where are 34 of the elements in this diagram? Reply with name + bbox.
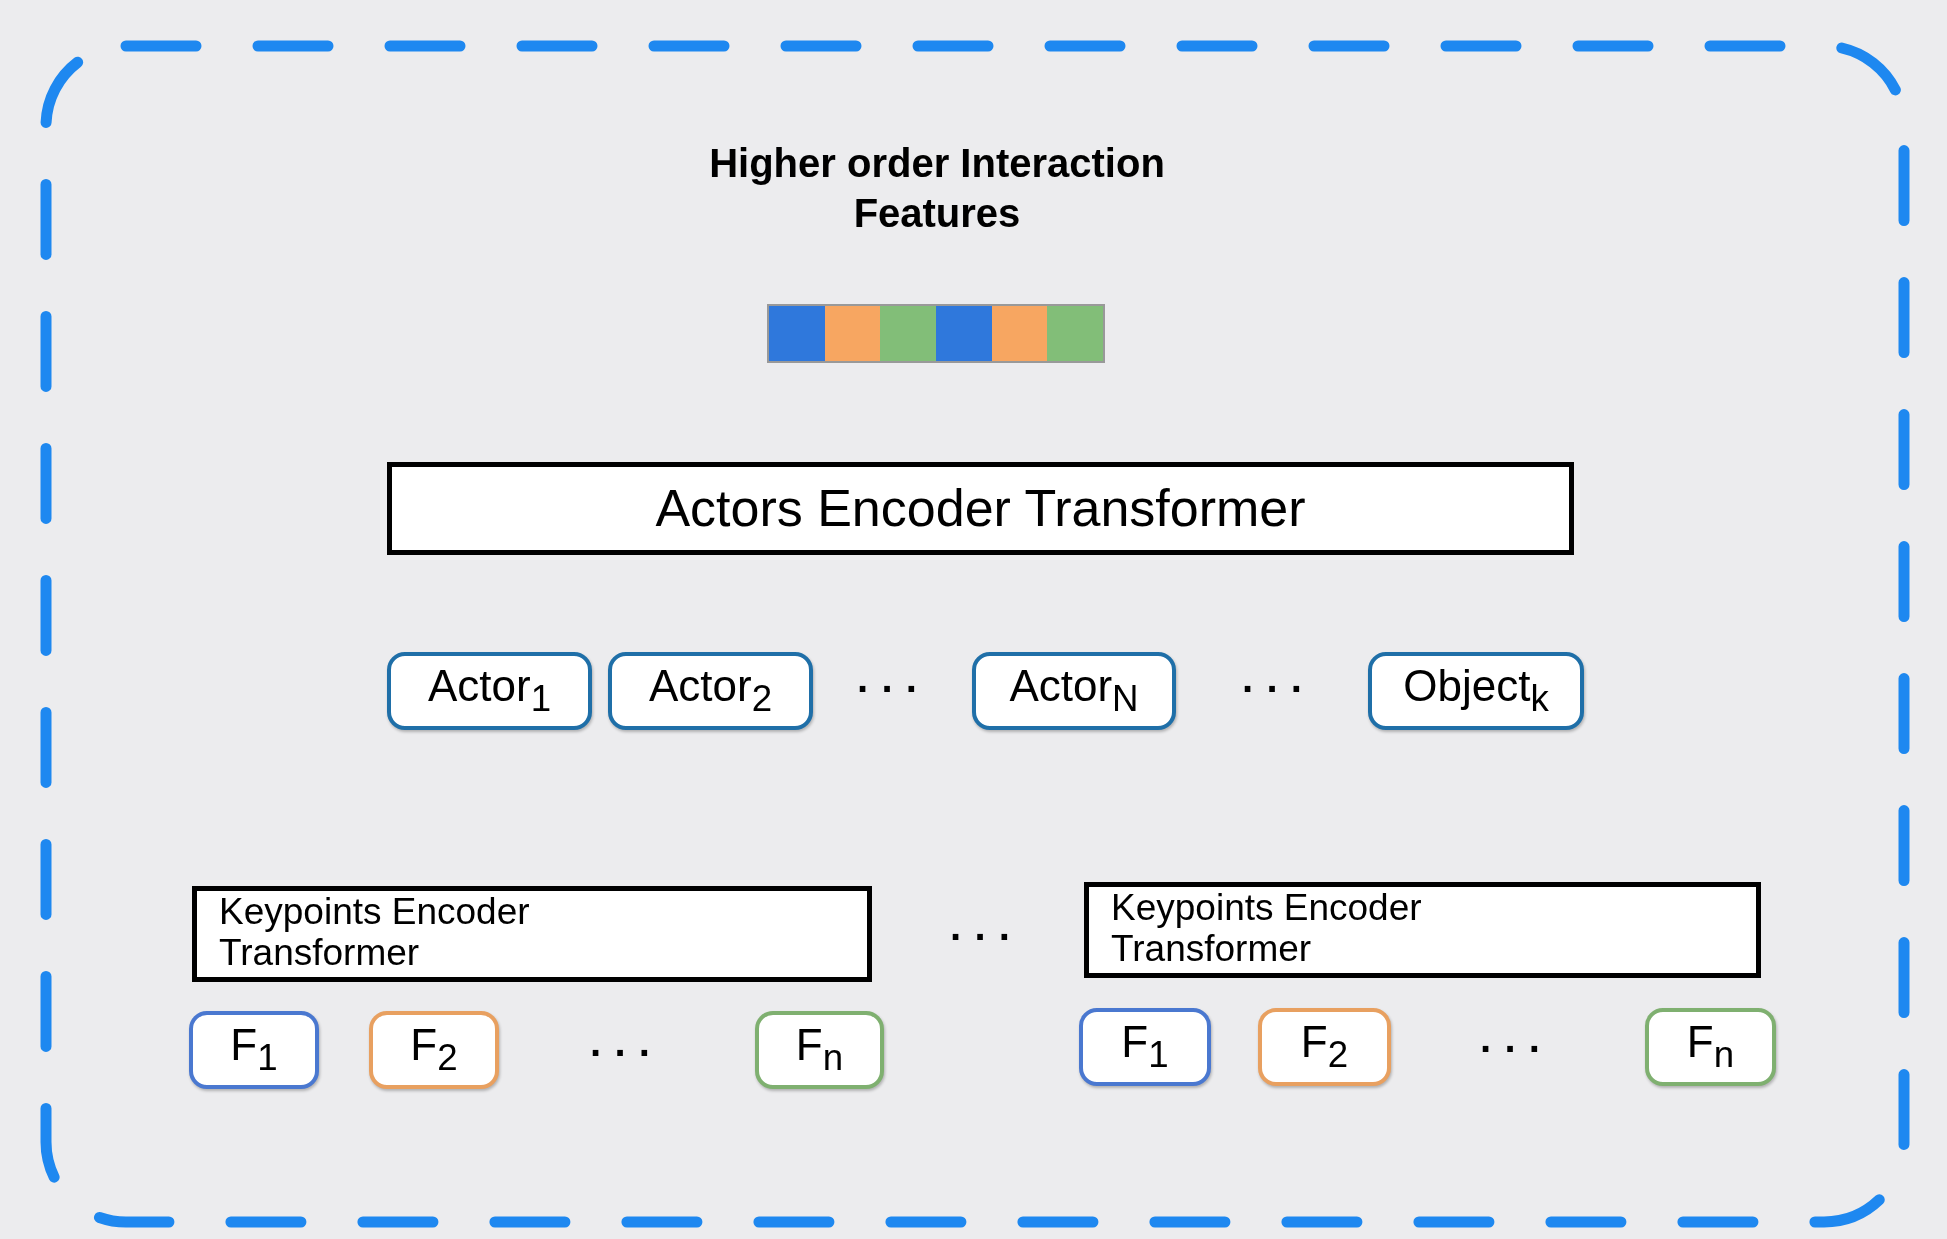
ellipsis-dots: · · · — [590, 1030, 653, 1076]
encoder-box — [1084, 882, 1761, 978]
feature-box — [369, 1011, 499, 1089]
feature-box — [1079, 1008, 1211, 1086]
node-text: Actor$_{N}$ — [1009, 662, 1139, 720]
node-text: Object$_{k}$ — [1403, 662, 1549, 720]
token-box — [972, 652, 1176, 730]
token-box — [608, 652, 813, 730]
feature-box — [1258, 1008, 1391, 1086]
ellipsis-dots: · · · — [1242, 666, 1305, 712]
node-text: Keypoints Encoder Transformer — [219, 891, 531, 973]
node-text: F$_{n}$ — [795, 1021, 844, 1079]
feature-vector-bar — [767, 304, 1105, 363]
node-text: F$_{1}$ — [1121, 1018, 1169, 1076]
node-text: F$_{2}$ — [410, 1021, 458, 1079]
ellipsis-dots: · · · — [950, 914, 1013, 960]
encoder-box — [387, 462, 1574, 555]
feature-box — [755, 1011, 884, 1089]
node-text: Actor$_{1}$ — [427, 662, 552, 720]
node-text: Actors Encoder Transformer — [655, 479, 1306, 538]
ellipsis-dots: · · · — [1480, 1026, 1543, 1072]
encoder-box — [192, 886, 872, 982]
feature-box — [189, 1011, 319, 1089]
dashed-frame — [40, 40, 1910, 1228]
node-text: Actor$_{2}$ — [648, 662, 773, 720]
feature-box — [1645, 1008, 1776, 1086]
node-text: F$_{n}$ — [1686, 1018, 1735, 1076]
token-box — [1368, 652, 1584, 730]
node-text: Keypoints Encoder Transformer — [1111, 887, 1423, 969]
node-text: F$_{2}$ — [1300, 1018, 1349, 1076]
node-text: F$_{1}$ — [230, 1021, 278, 1079]
token-box — [387, 652, 592, 730]
ellipsis-dots: · · · — [857, 666, 920, 712]
title: Higher order Interaction Features — [708, 140, 1166, 237]
